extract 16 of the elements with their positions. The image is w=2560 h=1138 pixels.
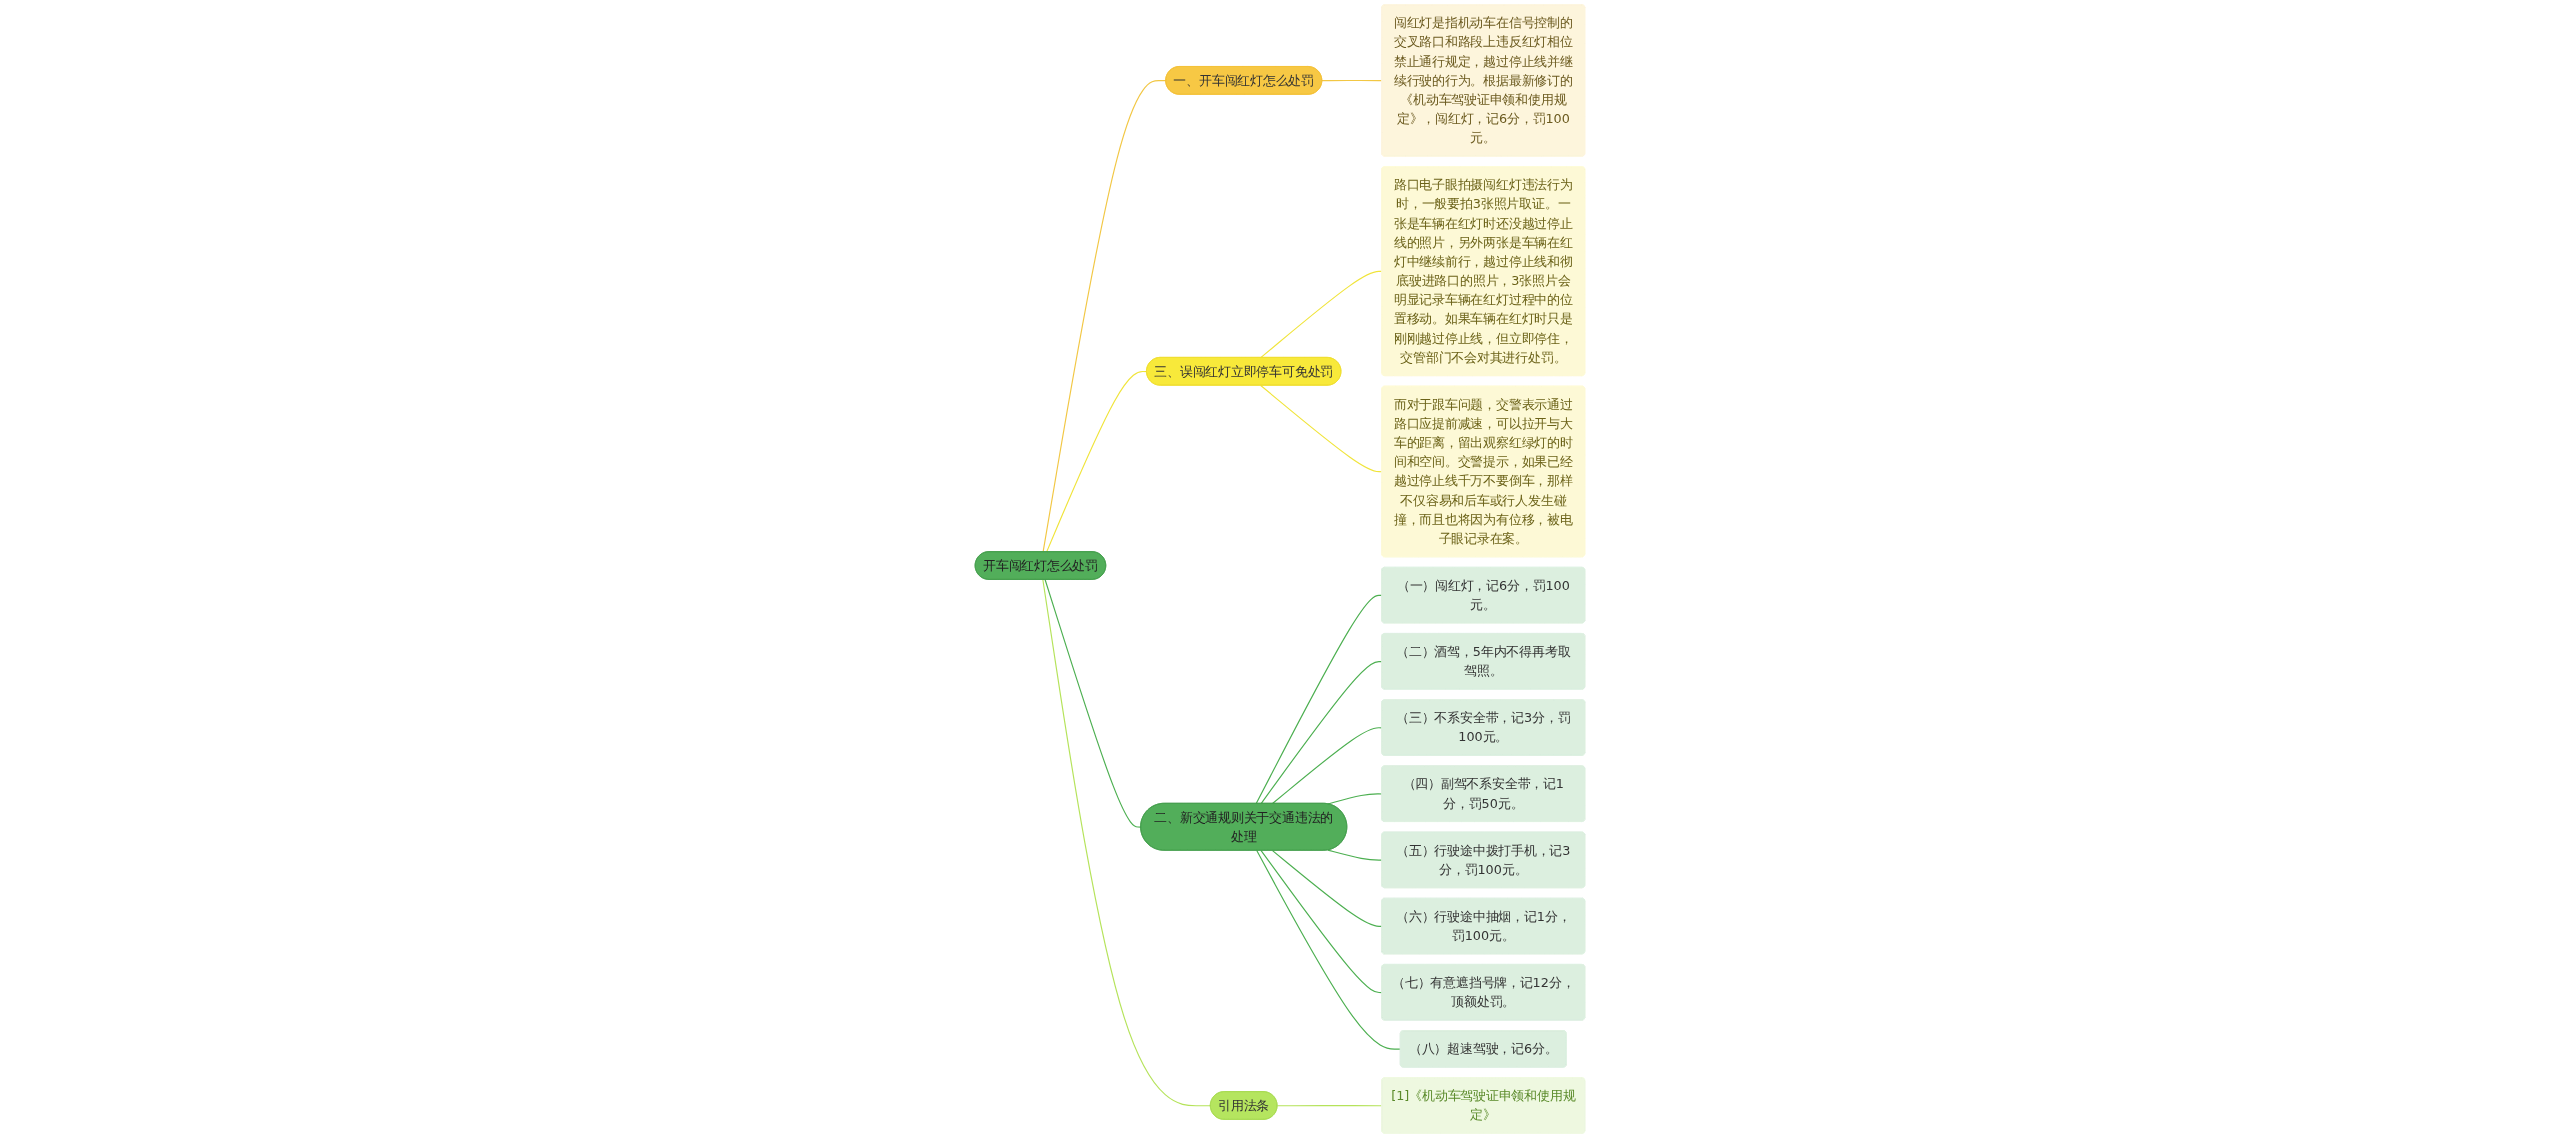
connector bbox=[1042, 80, 1167, 553]
connector bbox=[1260, 384, 1383, 473]
connector bbox=[1327, 793, 1383, 805]
connector bbox=[1044, 579, 1142, 828]
connector bbox=[1271, 850, 1383, 927]
connector bbox=[1271, 727, 1383, 805]
connector bbox=[1260, 660, 1383, 805]
connector bbox=[1276, 1105, 1383, 1107]
connector bbox=[1321, 79, 1383, 82]
connector bbox=[1046, 370, 1148, 553]
connector bbox=[1260, 270, 1383, 359]
connector bbox=[1042, 579, 1212, 1107]
connector bbox=[1260, 850, 1383, 994]
connector bbox=[1327, 849, 1383, 861]
connector bbox=[1255, 594, 1383, 805]
connector bbox=[1256, 850, 1402, 1050]
